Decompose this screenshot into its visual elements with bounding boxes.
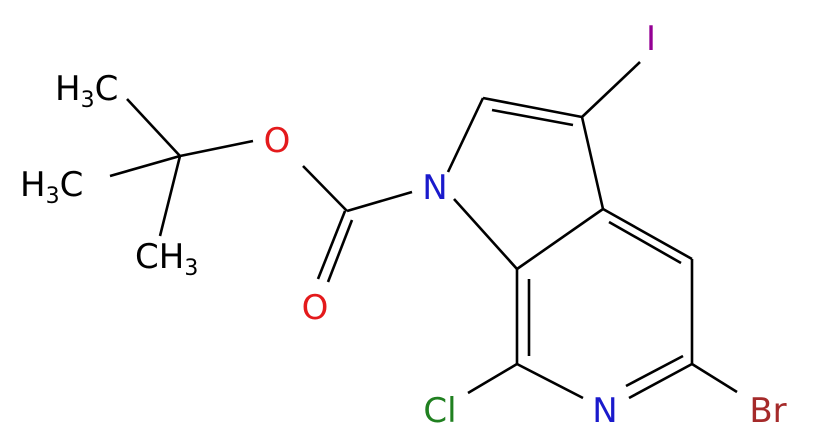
iodine-atom: I (646, 19, 656, 59)
bond-c2-c3 (482, 96, 583, 119)
bond-c3-iodine (581, 61, 641, 118)
bond-c3a-c4-inner (608, 220, 682, 265)
bond-ester-oxygen-carbonyl (302, 165, 348, 212)
bond-carbonyl-double-b (326, 219, 354, 283)
bond-c3-c3a (580, 116, 605, 210)
bond-methyl3-quaternary (158, 155, 182, 237)
bond-n1-c2 (446, 97, 485, 173)
ester-oxygen-atom: O (264, 121, 291, 161)
bond-quaternary-ester-oxygen (179, 139, 254, 158)
bond-c7-chlorine (467, 362, 518, 395)
bond-carbonyl-double-a (316, 210, 347, 280)
bond-c5-pyridine-nitrogen (628, 362, 693, 400)
methyl-label-top: H3C (55, 69, 118, 113)
bond-c5-pyridine-nitrogen-inner (625, 354, 684, 388)
pyrrole-nitrogen-atom: N (422, 168, 447, 208)
bond-methyl2-quaternary (109, 154, 181, 178)
bond-methyl1-quaternary (126, 98, 181, 157)
bond-n1-c7a (453, 198, 518, 270)
chlorine-atom: Cl (423, 391, 456, 431)
bond-c3a-c4 (602, 207, 693, 261)
bond-c5-bromine (691, 362, 738, 394)
methyl-label-bottom: CH3 (135, 237, 198, 281)
carbonyl-oxygen-atom: O (302, 288, 329, 328)
bond-c7a-c3a (516, 207, 604, 271)
bond-carbonyl-nitrogen (346, 190, 413, 213)
bromine-atom: Br (749, 391, 786, 431)
bond-c2-c3-inner (491, 108, 574, 127)
methyl-label-middle: H3C (20, 165, 83, 209)
bond-lines (109, 61, 738, 400)
bond-pyridine-nitrogen-c7 (516, 362, 584, 400)
pyridine-nitrogen-atom: N (592, 391, 617, 431)
